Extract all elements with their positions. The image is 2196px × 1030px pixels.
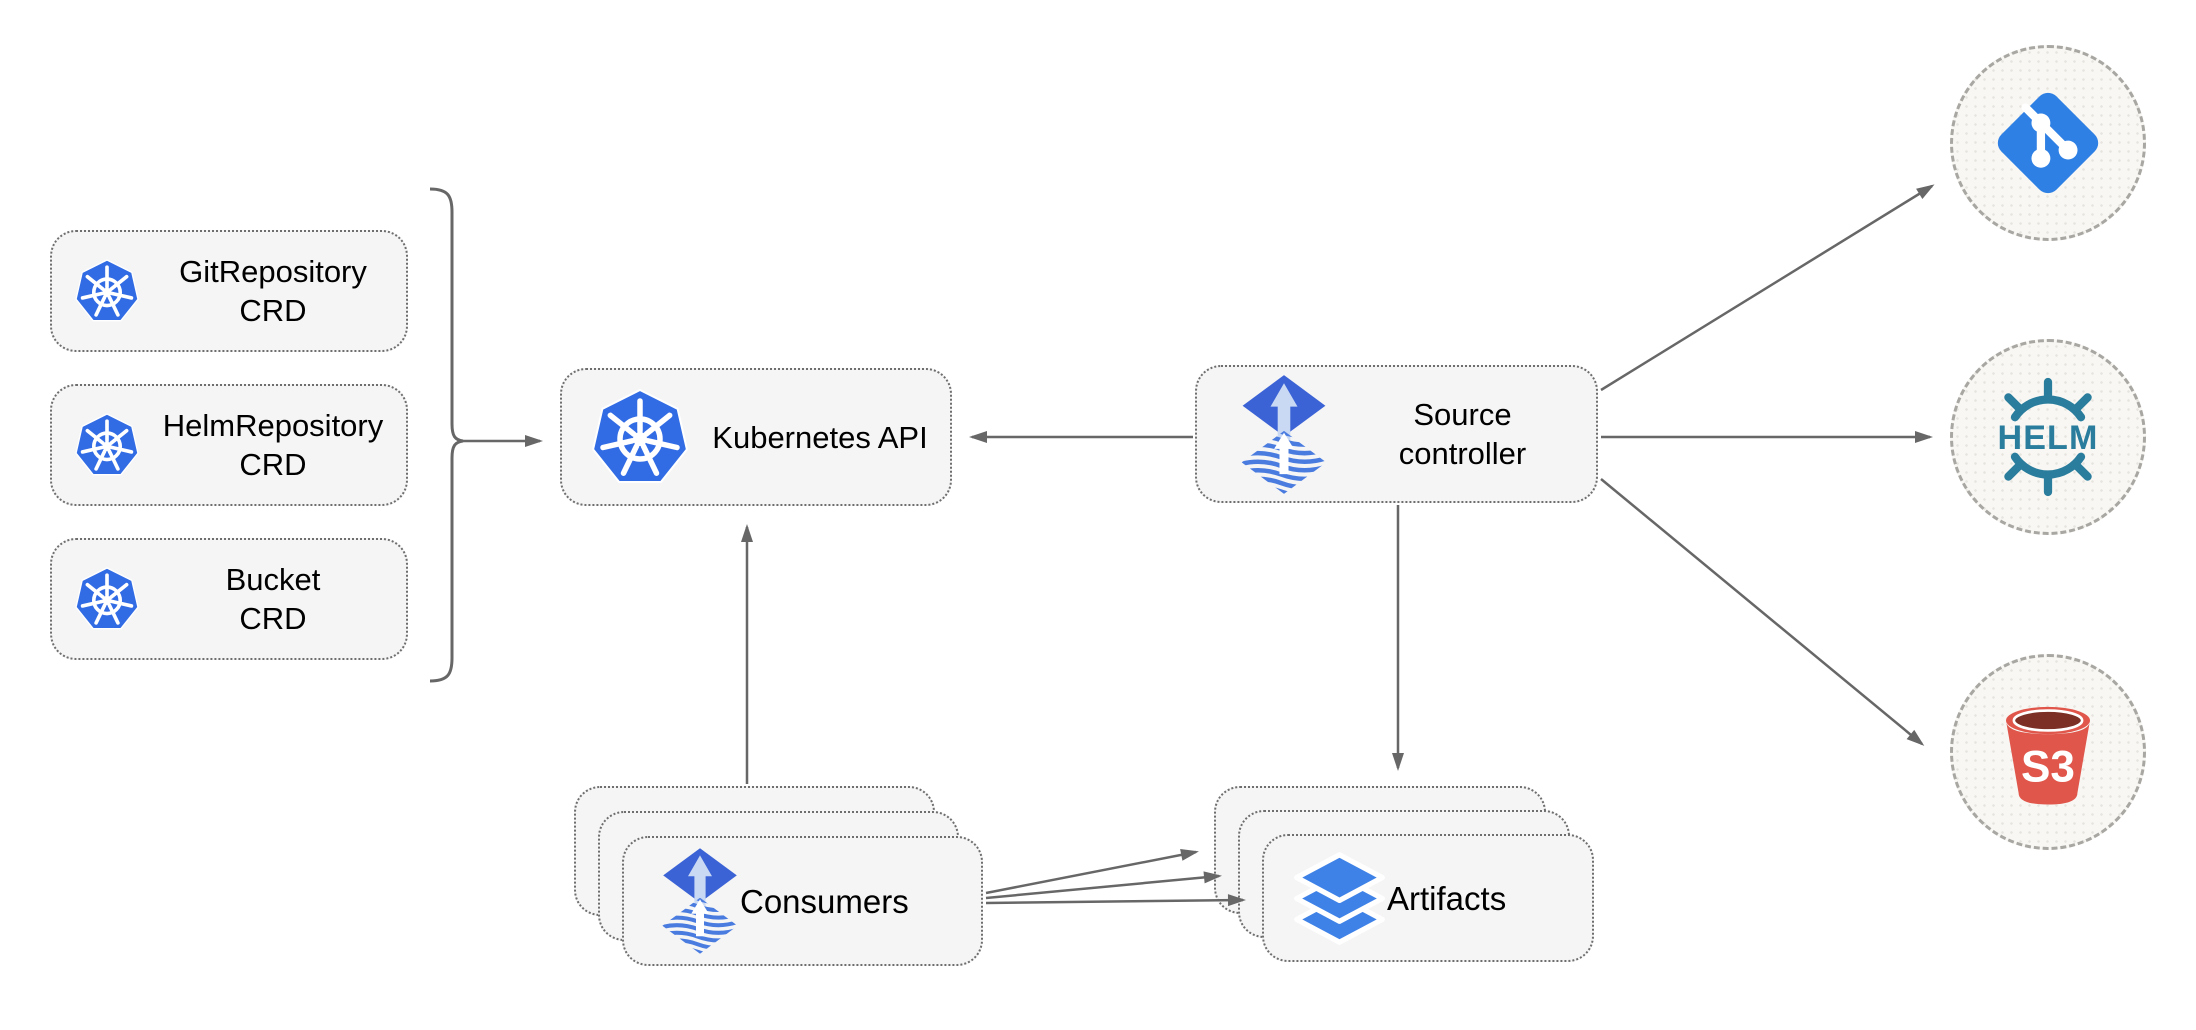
node-source-controller: Source controller xyxy=(1195,365,1598,503)
node-artifacts: Artifacts xyxy=(1262,834,1594,962)
flux-icon xyxy=(660,848,740,954)
kubernetes-icon xyxy=(590,387,690,487)
layers-icon xyxy=(1292,851,1387,946)
arrow-consumers-to-artifacts-3 xyxy=(985,894,1246,907)
node-gitrepository-crd: GitRepository CRD xyxy=(50,230,408,352)
node-helmrepository-crd: HelmRepository CRD xyxy=(50,384,408,506)
kubernetes-icon xyxy=(74,566,140,632)
node-s3-endpoint: S3 xyxy=(1950,654,2146,850)
node-consumers: Consumers xyxy=(622,836,983,966)
arrow-source-controller-to-s3 xyxy=(1600,478,1925,746)
arrow-consumers-to-artifacts-1 xyxy=(985,848,1199,895)
helm-icon: HELM xyxy=(1998,377,2099,497)
node-label: Artifacts xyxy=(1387,879,1507,917)
node-label: HelmRepository CRD xyxy=(162,408,384,482)
brace-connector xyxy=(429,187,464,683)
flux-icon xyxy=(1239,375,1329,494)
kubernetes-icon xyxy=(74,412,140,478)
kubernetes-icon xyxy=(74,258,140,324)
node-label: Kubernetes API xyxy=(712,419,928,455)
node-label: GitRepository CRD xyxy=(179,254,367,328)
node-kubernetes-api: Kubernetes API xyxy=(560,368,952,506)
s3-logo-text: S3 xyxy=(2021,742,2075,791)
git-icon xyxy=(1989,84,2107,202)
node-label: Consumers xyxy=(740,882,909,920)
arrow-consumers-to-artifacts-2 xyxy=(985,871,1222,900)
node-consumers-stack: Consumers xyxy=(574,786,984,967)
node-git-endpoint xyxy=(1950,45,2146,241)
node-helm-endpoint: HELM xyxy=(1950,339,2146,535)
helm-logo-text: HELM xyxy=(1998,419,2099,457)
node-label: Source controller xyxy=(1398,397,1527,471)
node-bucket-crd: Bucket CRD xyxy=(50,538,408,660)
node-artifacts-stack: Artifacts xyxy=(1214,786,1595,963)
node-label: Bucket CRD xyxy=(225,562,321,636)
arrow-source-controller-to-git xyxy=(1600,184,1935,392)
s3-bucket-icon: S3 xyxy=(2006,706,2090,805)
